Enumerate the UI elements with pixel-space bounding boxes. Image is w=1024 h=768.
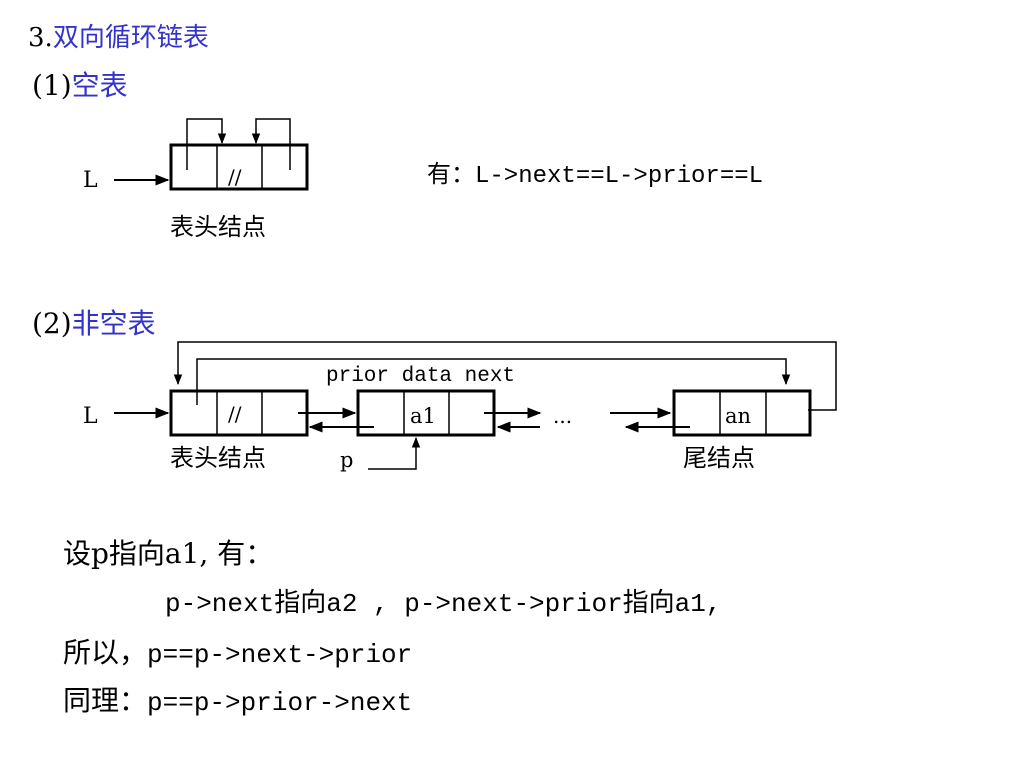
explain-line-4-prefix: 同理：: [63, 684, 148, 717]
subsection-1-number: (1): [32, 69, 72, 102]
head-prior-to-tail-arrow: [196, 358, 791, 405]
field-caption: prior data next: [326, 365, 516, 388]
subsection-2-number: (2): [32, 307, 72, 340]
empty-relation-text: 有：L->next==L->prior==L: [427, 163, 764, 190]
node-an: [672, 389, 812, 437]
nonempty-head-caption: 表头结点: [170, 444, 266, 472]
explain-line-3-prefix: 所以，: [63, 636, 148, 669]
ellipsis: ...: [553, 404, 573, 428]
explain-line-4-code: p==p->prior->next: [147, 688, 413, 718]
explain-line-3-code: p==p->next->prior: [147, 640, 413, 670]
empty-head-caption: 表头结点: [170, 213, 266, 241]
nonempty-L-label: L: [83, 404, 98, 429]
p-label: p: [340, 448, 354, 472]
empty-next-loop-arrow: [251, 118, 291, 170]
tail-caption: 尾结点: [683, 444, 755, 472]
tail-data: an: [725, 404, 752, 428]
explain-line-1: 设p指向a1, 有：: [63, 537, 274, 570]
nonempty-null-mark: //: [228, 402, 242, 426]
empty-head-node: [169, 143, 309, 191]
empty-prior-loop-arrow: [186, 118, 227, 170]
nonempty-head-node: [169, 389, 309, 437]
empty-L-label: L: [83, 168, 98, 193]
node-a1: [356, 389, 496, 437]
section-title: 双向循环链表: [52, 23, 209, 53]
p-pointer-arrow: [368, 436, 421, 470]
subsection-2-title: 非空表: [71, 307, 156, 340]
tail-next-to-head-arrow: [173, 341, 837, 411]
explain-line-2: p->next指向a2 , p->next->prior指向a1,: [165, 589, 722, 619]
node1-data: a1: [410, 404, 436, 428]
empty-null-mark: //: [228, 165, 242, 189]
empty-relation: 有：L->next==L->prior==L: [427, 165, 763, 189]
section-number: 3.: [28, 23, 53, 53]
subsection-1-title: 空表: [71, 69, 128, 102]
